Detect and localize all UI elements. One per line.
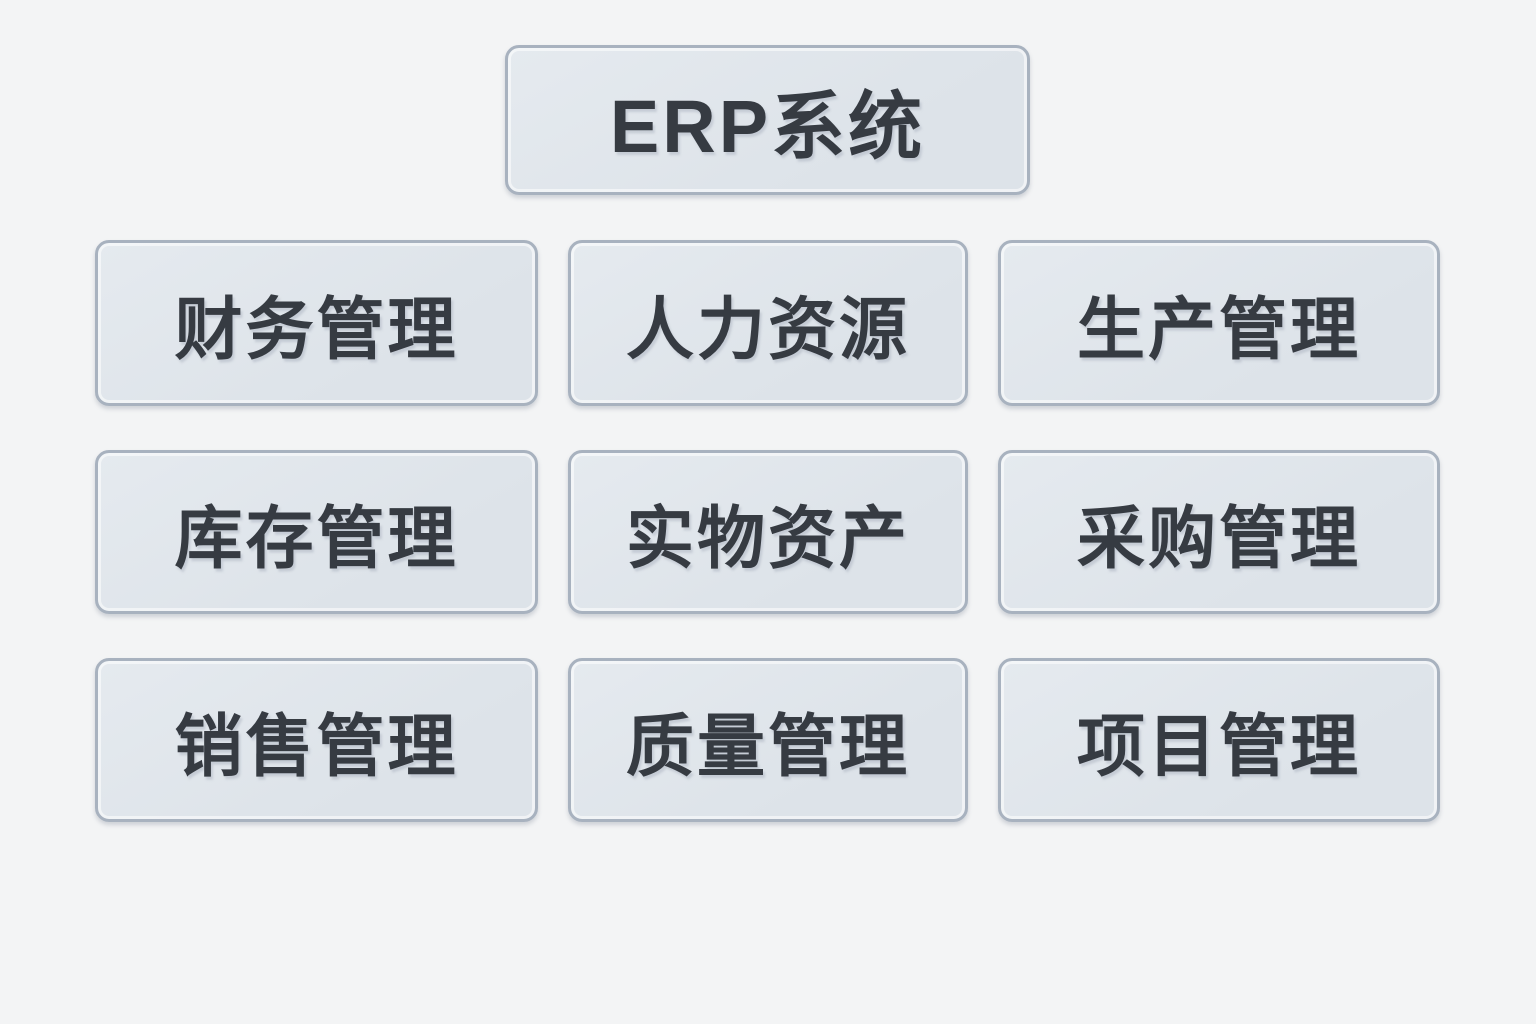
module-label: 采购管理 <box>1076 500 1361 577</box>
module-production: 生产管理 <box>998 240 1440 406</box>
module-quality: 质量管理 <box>568 658 968 822</box>
module-label: 项目管理 <box>1076 708 1361 785</box>
module-finance: 财务管理 <box>95 240 538 406</box>
module-label: 生产管理 <box>1076 291 1361 368</box>
diagram-title: ERP系统 <box>609 84 926 168</box>
module-human-resources: 人力资源 <box>568 240 968 406</box>
module-inventory: 库存管理 <box>95 450 538 614</box>
module-grid: 财务管理 人力资源 生产管理 库存管理 实物资产 采购管理 销售管理 质量管理 … <box>95 240 1440 822</box>
module-label: 质量管理 <box>625 708 910 785</box>
module-label: 人力资源 <box>625 291 910 368</box>
module-sales: 销售管理 <box>95 658 538 822</box>
diagram-title-box: ERP系统 <box>505 45 1030 195</box>
module-label: 库存管理 <box>174 500 459 577</box>
module-project: 项目管理 <box>998 658 1440 822</box>
module-physical-assets: 实物资产 <box>568 450 968 614</box>
module-label: 财务管理 <box>174 291 459 368</box>
module-label: 销售管理 <box>174 708 459 785</box>
module-procurement: 采购管理 <box>998 450 1440 614</box>
module-label: 实物资产 <box>625 500 910 577</box>
